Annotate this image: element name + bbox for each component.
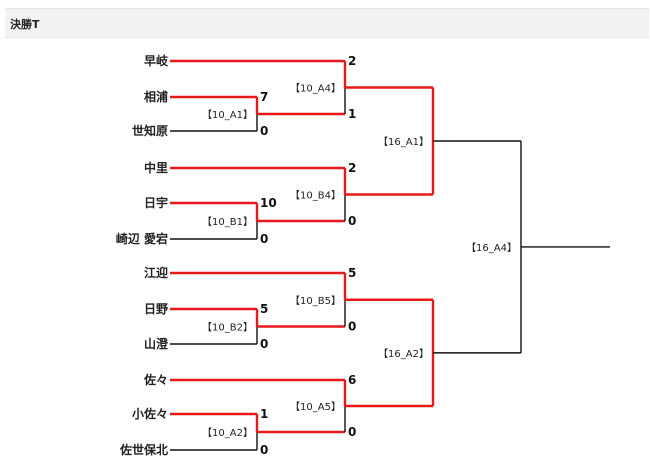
section-title: 決勝T [10, 18, 40, 31]
score: 1 [348, 107, 356, 121]
final-label: 【16_A4】 [466, 242, 517, 254]
match-label: 【16_A1】 [378, 136, 429, 148]
score: 0 [260, 443, 268, 457]
team-name: 早岐 [144, 53, 169, 68]
score: 0 [260, 337, 268, 351]
score: 2 [348, 161, 356, 175]
team-name: 江迎 [144, 265, 168, 280]
score: 0 [348, 320, 356, 334]
match-label: 【10_A5】 [290, 401, 341, 413]
team-name: 崎辺 愛宕 [116, 231, 168, 246]
section-header: 決勝T [5, 8, 649, 38]
score: 10 [260, 196, 277, 210]
score: 1 [260, 407, 268, 421]
score: 5 [260, 302, 268, 316]
score: 7 [260, 90, 268, 104]
score: 0 [348, 425, 356, 439]
team-name: 中里 [144, 160, 168, 175]
match-label: 【10_B1】 [202, 216, 253, 228]
match-label: 【10_A1】 [202, 109, 253, 121]
match-label: 【10_A2】 [202, 427, 253, 439]
team-name: 佐世保北 [119, 442, 168, 457]
match-label: 【10_B4】 [290, 190, 341, 202]
score: 0 [260, 232, 268, 246]
team-name: 小佐々 [132, 406, 168, 421]
score: 0 [348, 214, 356, 228]
score: 5 [348, 266, 356, 280]
score: 2 [348, 54, 356, 68]
team-name: 山澄 [144, 336, 169, 351]
team-name: 世知原 [132, 123, 168, 138]
team-name: 相浦 [144, 89, 168, 104]
team-name: 日野 [144, 302, 168, 316]
match-label: 【10_B5】 [290, 295, 341, 307]
score: 0 [260, 124, 268, 138]
match-label: 【10_A4】 [290, 83, 341, 95]
team-name: 日宇 [144, 195, 168, 210]
score: 6 [348, 373, 356, 387]
match-label: 【16_A2】 [378, 348, 429, 360]
match-label: 【10_B2】 [202, 322, 253, 334]
team-name: 佐々 [143, 372, 168, 387]
